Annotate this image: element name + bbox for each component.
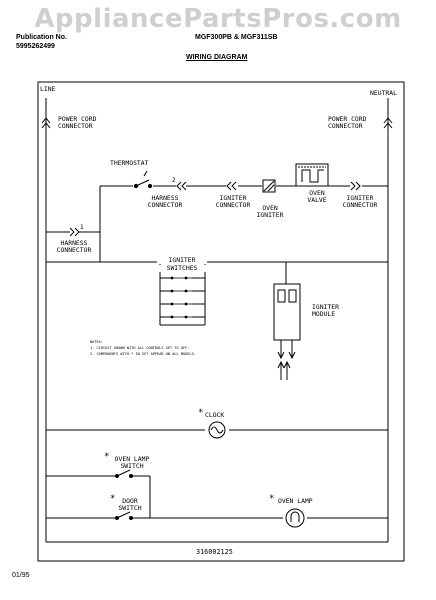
oven-lamp-asterisk: *	[269, 494, 275, 504]
harness-connector-top-line2: CONNECTOR	[147, 201, 183, 209]
door-switch-line1: DOOR	[122, 497, 138, 505]
oven-valve-line1: OVEN	[309, 189, 325, 197]
note-2: 2. COMPONENTS WITH * IN SET APPEAR ON AL…	[90, 352, 197, 356]
publication-number: 5995262499	[16, 43, 55, 50]
igniter-connector-2-line2: CONNECTOR	[342, 201, 378, 209]
footer-date: 01/95	[12, 572, 30, 579]
igniter-connector-2-line1: IGNITER	[346, 194, 374, 202]
harness-connector-left-line2: CONNECTOR	[56, 246, 92, 254]
oven-lamp-switch-line2: SWITCH	[120, 462, 144, 470]
power-cord-left-line1: POWER CORD	[58, 115, 97, 123]
harness-connector-left-symbol	[46, 227, 100, 237]
igniter-module-line1: IGNITER	[312, 303, 339, 311]
igniter-connector-1-line2: CONNECTOR	[215, 201, 251, 209]
clock-label: CLOCK	[205, 411, 225, 419]
notes-heading: NOTES:	[90, 340, 103, 344]
door-switch-symbol	[115, 511, 133, 520]
part-number: 316002125	[196, 548, 233, 556]
harness-connector-left-line1: HARNESS	[60, 239, 88, 247]
neutral-label: NEUTRAL	[370, 89, 397, 97]
oven-igniter-line2: IGNITER	[256, 211, 284, 219]
clock-symbol	[208, 421, 226, 439]
watermark: AppliancePartsPros.com	[34, 4, 402, 34]
oven-lamp-switch-line1: OVEN LAMP	[114, 455, 150, 463]
oven-igniter-symbol	[262, 179, 276, 193]
harness-connector-top-line1: HARNESS	[151, 194, 179, 202]
igniter-switches-line1: IGNITER	[157, 257, 207, 264]
diagram-title: WIRING DIAGRAM	[186, 54, 248, 61]
igniter-switches-line2: SWITCHES	[157, 265, 207, 272]
publication-label: Publication No.	[16, 34, 67, 41]
diagram-frame	[37, 81, 405, 562]
oven-lamp-switch-asterisk: *	[104, 452, 110, 462]
igniter-module-symbol	[205, 261, 301, 380]
oven-valve-line2: VALVE	[307, 196, 327, 204]
connector-number-2: 2	[172, 177, 176, 184]
power-cord-connector-left-symbol	[41, 117, 51, 129]
connector-number-1: 1	[80, 224, 84, 231]
oven-lamp-symbol	[285, 508, 305, 528]
igniter-module-line2: MODULE	[312, 310, 336, 318]
harness-connector-top-symbol	[176, 181, 187, 191]
power-cord-right-line1: POWER CORD	[328, 115, 367, 123]
power-cord-right-line2: CONNECTOR	[328, 122, 363, 130]
door-switch-line2: SWITCH	[118, 504, 142, 512]
igniter-connector-2-symbol	[350, 181, 361, 191]
igniter-connector-1-symbol	[226, 181, 237, 191]
oven-valve-symbol	[295, 163, 329, 187]
clock-asterisk: *	[198, 408, 204, 418]
igniter-connector-1-line1: IGNITER	[219, 194, 247, 202]
igniter-switches-symbol	[159, 262, 206, 326]
note-1: 1. CIRCUIT SHOWN WITH ALL CONTROLS SET T…	[90, 346, 190, 350]
oven-lamp-switch-symbol	[115, 469, 133, 478]
power-cord-left-line2: CONNECTOR	[58, 122, 93, 130]
thermostat-switch	[133, 170, 153, 189]
oven-igniter-line1: OVEN	[262, 204, 278, 212]
power-cord-connector-right-symbol	[383, 117, 393, 129]
model-numbers: MGF300PB & MGF311SB	[195, 34, 278, 41]
line-label: LINE	[40, 85, 56, 93]
thermostat-label: THERMOSTAT	[110, 159, 149, 167]
oven-lamp-label: OVEN LAMP	[278, 497, 313, 505]
door-switch-asterisk: *	[110, 494, 116, 504]
